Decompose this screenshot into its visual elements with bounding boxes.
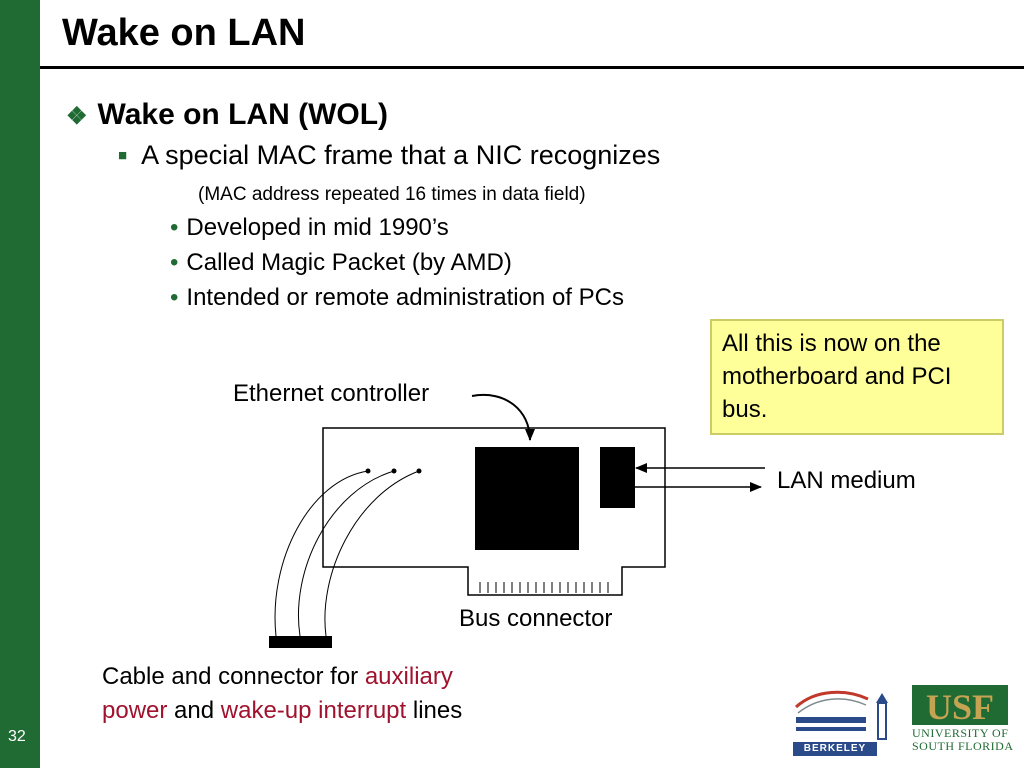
controller-pointer-arrow [471, 393, 535, 441]
usf-name: UNIVERSITY OF SOUTH FLORIDA [912, 727, 1014, 753]
logos: USF [794, 685, 1008, 740]
title-divider [40, 66, 1024, 69]
ethernet-controller-label: Ethernet controller [233, 380, 430, 407]
caption-highlight: power [102, 697, 168, 724]
square-bullet-icon: ■ [118, 147, 128, 164]
dot-bullet-icon: • [170, 249, 179, 276]
bus-connector-pins [479, 582, 609, 593]
usf-name-line: UNIVERSITY OF [912, 726, 1009, 740]
bullet-level2: ■ A special MAC frame that a NIC recogniz… [118, 140, 660, 171]
cable-connector [269, 636, 332, 648]
bullet-level1-text: Wake on LAN (WOL) [97, 98, 389, 131]
aux-cable [298, 470, 395, 637]
callout-line: All this is now on the [722, 330, 941, 357]
caption-text: Cable and connector for [102, 663, 365, 690]
lan-port-chip [600, 447, 635, 508]
caption-highlight: auxiliary [364, 663, 453, 690]
lan-medium-label: LAN medium [777, 467, 916, 494]
bullet-level3-item: • Developed in mid 1990’s [170, 214, 449, 242]
caption-text: and [167, 697, 221, 724]
berkeley-lab-text: BERKELEY LAB [793, 742, 877, 768]
aux-cable [274, 470, 369, 637]
aux-cable [324, 470, 420, 637]
bullet-level3-text: Called Magic Packet (by AMD) [186, 249, 512, 276]
mac-note: (MAC address repeated 16 times in data f… [198, 184, 586, 205]
bus-connector-label: Bus connector [459, 605, 613, 632]
callout-line: motherboard and PCI [722, 363, 952, 390]
ethernet-controller-chip [475, 447, 579, 550]
caption-highlight: wake-up interrupt [220, 697, 407, 724]
usf-name-line: SOUTH FLORIDA [912, 739, 1014, 753]
bullet-level3-item: • Intended or remote administration of PC… [170, 284, 624, 312]
berkeley-lab-logo [794, 690, 888, 740]
dot-bullet-icon: • [170, 214, 179, 241]
nic-card-outline [322, 427, 666, 596]
bullet-level3-item: • Called Magic Packet (by AMD) [170, 249, 512, 277]
left-sidebar: 32 [0, 0, 40, 768]
slide-number: 32 [8, 728, 26, 745]
bullet-level3-text: Developed in mid 1990’s [186, 214, 449, 241]
bullet-level1: ❖ Wake on LAN (WOL) [66, 98, 388, 132]
usf-logo: USF [912, 685, 1008, 727]
diagram-caption: Cable and connector for auxiliary power … [102, 660, 462, 728]
bullet-level2-text: A special MAC frame that a NIC recognize… [141, 140, 661, 170]
callout-line: bus. [722, 396, 768, 423]
callout-box: All this is now on the motherboard and P… [710, 319, 1004, 435]
diamond-bullet-icon: ❖ [66, 103, 88, 130]
dot-bullet-icon: • [170, 284, 179, 311]
caption-text: lines [406, 697, 463, 724]
usf-mark: USF [926, 687, 994, 727]
slide-title: Wake on LAN [62, 12, 306, 54]
bullet-level3-text: Intended or remote administration of PCs [186, 284, 624, 311]
